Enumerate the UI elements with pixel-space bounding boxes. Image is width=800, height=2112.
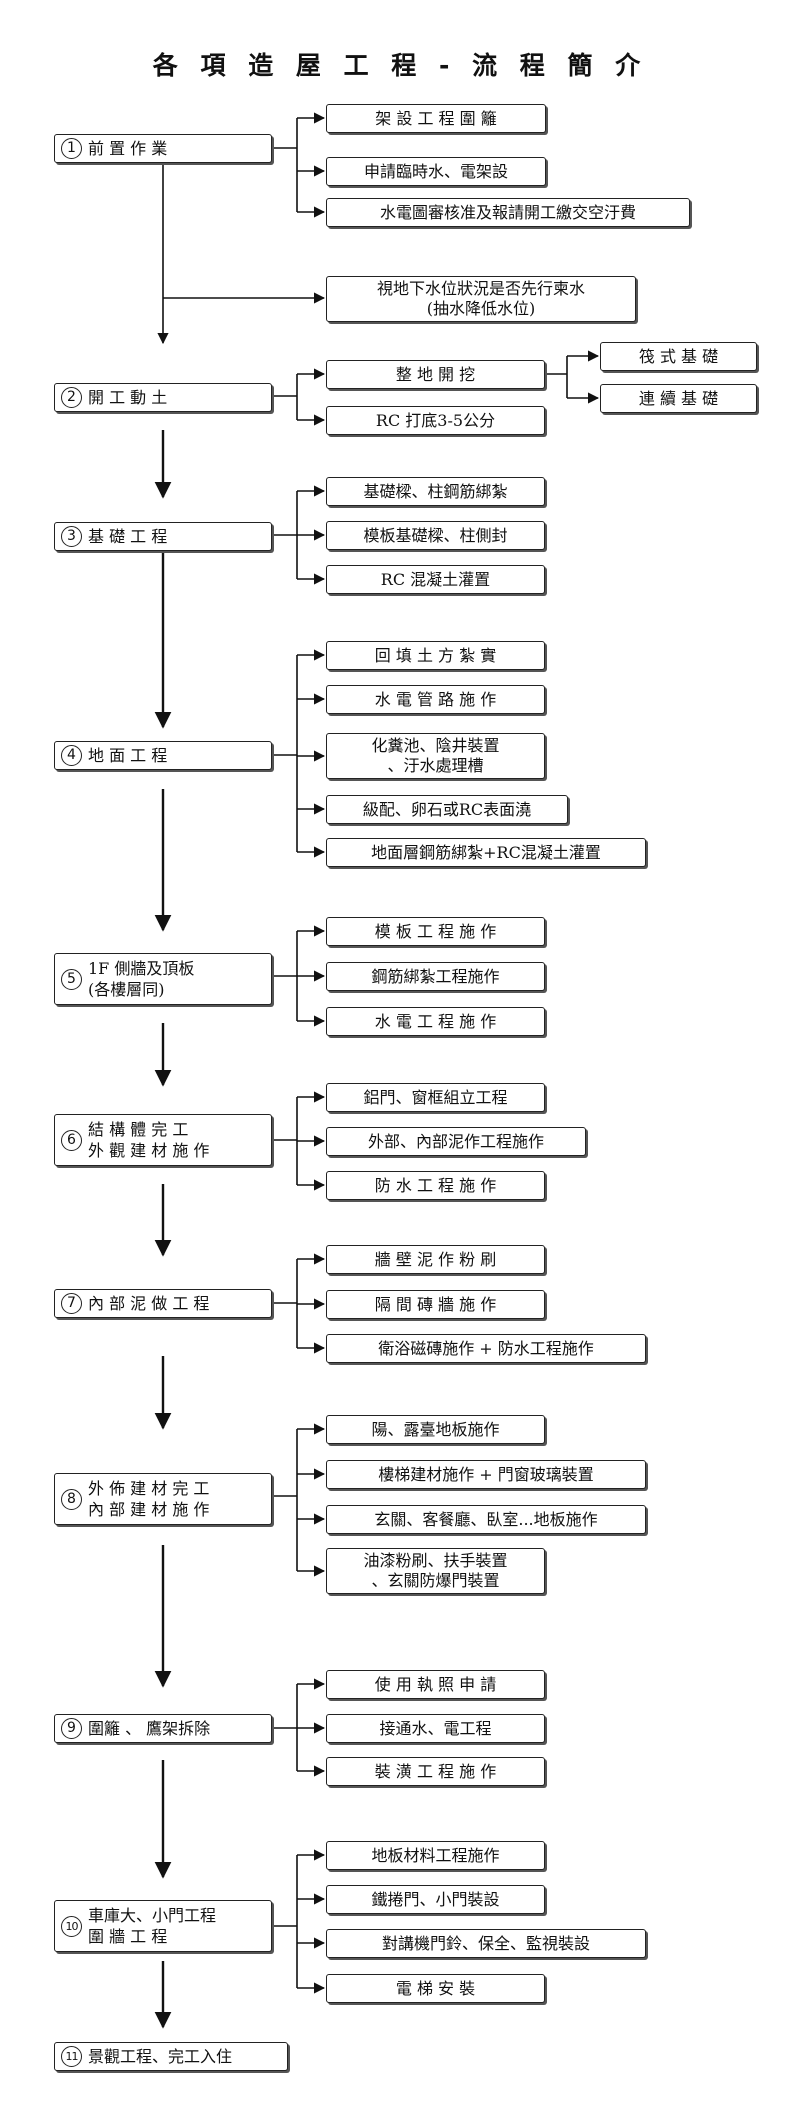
stage-1-number: 1 <box>61 138 82 159</box>
stage-9-box: 9 圍籬 、 鷹架拆除 <box>54 1714 272 1743</box>
stage-5-label: 1F 側牆及頂板 (各樓層同) <box>88 959 195 999</box>
task-box: 級配、卵石或RC表面澆 <box>326 795 568 824</box>
task-box: 油漆粉刷、扶手裝置 、玄關防爆門裝置 <box>326 1548 545 1594</box>
task-box: 隔 間 磚 牆 施 作 <box>326 1290 545 1319</box>
stage-7-number: 7 <box>61 1293 82 1314</box>
subtask-box: 筏 式 基 礎 <box>600 342 757 371</box>
task-box: 外部、內部泥作工程施作 <box>326 1127 586 1156</box>
stage-10-number: 10 <box>61 1915 82 1937</box>
task-box: 模板基礎樑、柱側封 <box>326 521 545 550</box>
stage-8-label: 外 佈 建 材 完 工 內 部 建 材 施 作 <box>88 1479 210 1519</box>
task-box: 架 設 工 程 圍 籬 <box>326 104 546 133</box>
stage-6-box: 6 結 構 體 完 工 外 觀 建 材 施 作 <box>54 1114 272 1166</box>
task-box: 地面層鋼筋綁紮+RC混凝土灌置 <box>326 838 646 867</box>
stage-5-number: 5 <box>61 968 82 990</box>
task-box: 衛浴磁磚施作 + 防水工程施作 <box>326 1334 646 1363</box>
stage-4-label: 地 面 工 程 <box>88 746 168 765</box>
task-box: RC 打底3-5公分 <box>326 406 545 435</box>
task-box-groundwater: 視地下水位狀況是否先行柬水 (抽水降低水位) <box>326 276 636 322</box>
stage-2-label: 開 工 動 土 <box>88 388 168 407</box>
stage-3-number: 3 <box>61 526 82 547</box>
stage-2-number: 2 <box>61 387 82 408</box>
task-box: 接通水、電工程 <box>326 1714 545 1743</box>
stage-9-label: 圍籬 、 鷹架拆除 <box>88 1719 211 1738</box>
stage-3-box: 3 基 礎 工 程 <box>54 522 272 551</box>
stage-3-label: 基 礎 工 程 <box>88 527 168 546</box>
task-box: 基礎樑、柱鋼筋綁紮 <box>326 477 545 506</box>
task-box: RC 混凝土灌置 <box>326 565 545 594</box>
task-box: 對講機門鈴、保全、監視裝設 <box>326 1929 646 1958</box>
task-box: 裝 潢 工 程 施 作 <box>326 1757 545 1786</box>
stage-7-box: 7 內 部 泥 做 工 程 <box>54 1289 272 1318</box>
task-box: 鋼筋綁紮工程施作 <box>326 962 545 991</box>
stage-10-box: 10 車庫大、小門工程 圍 牆 工 程 <box>54 1900 272 1952</box>
diagram-title: 各 項 造 屋 工 程 - 流 程 簡 介 <box>152 51 648 80</box>
stage-11-label: 景觀工程、完工入住 <box>88 2047 233 2066</box>
stage-10-label: 車庫大、小門工程 圍 牆 工 程 <box>88 1906 217 1946</box>
stage-4-box: 4 地 面 工 程 <box>54 741 272 770</box>
stage-11-number: 11 <box>61 2046 82 2067</box>
stage-6-label: 結 構 體 完 工 外 觀 建 材 施 作 <box>88 1120 210 1160</box>
task-box: 陽、露臺地板施作 <box>326 1415 545 1444</box>
task-box: 化糞池、陰井裝置 、汙水處理槽 <box>326 733 545 779</box>
task-box: 鐵捲門、小門裝設 <box>326 1885 545 1914</box>
stage-8-box: 8 外 佈 建 材 完 工 內 部 建 材 施 作 <box>54 1473 272 1525</box>
task-box: 水電圖審核准及報請開工繳交空汙費 <box>326 198 690 227</box>
stage-9-number: 9 <box>61 1718 82 1739</box>
task-box: 牆 壁 泥 作 粉 刷 <box>326 1245 545 1274</box>
task-box: 水 電 工 程 施 作 <box>326 1007 545 1036</box>
stage-6-number: 6 <box>61 1129 82 1151</box>
task-box: 鋁門、窗框組立工程 <box>326 1083 545 1112</box>
stage-1-label: 前 置 作 業 <box>88 139 168 158</box>
subtask-box: 連 續 基 礎 <box>600 384 757 413</box>
stage-1-box: 1 前 置 作 業 <box>54 134 272 163</box>
task-box: 水 電 管 路 施 作 <box>326 685 545 714</box>
stage-7-label: 內 部 泥 做 工 程 <box>88 1294 210 1313</box>
task-box: 回 填 土 方 紮 實 <box>326 641 545 670</box>
stage-2-box: 2 開 工 動 土 <box>54 383 272 412</box>
task-box: 地板材料工程施作 <box>326 1841 545 1870</box>
stage-11-box: 11 景觀工程、完工入住 <box>54 2042 288 2071</box>
stage-5-box: 5 1F 側牆及頂板 (各樓層同) <box>54 953 272 1005</box>
task-box: 整 地 開 挖 <box>326 360 545 389</box>
task-box: 樓梯建材施作 + 門窗玻璃裝置 <box>326 1460 646 1489</box>
task-box: 玄關、客餐廳、臥室...地板施作 <box>326 1505 646 1534</box>
task-box: 防 水 工 程 施 作 <box>326 1171 545 1200</box>
task-box: 電 梯 安 裝 <box>326 1974 545 2003</box>
stage-8-number: 8 <box>61 1488 82 1510</box>
stage-4-number: 4 <box>61 745 82 766</box>
task-box: 申請臨時水、電架設 <box>326 157 546 186</box>
task-box: 使 用 執 照 申 請 <box>326 1670 545 1699</box>
task-box: 模 板 工 程 施 作 <box>326 917 545 946</box>
